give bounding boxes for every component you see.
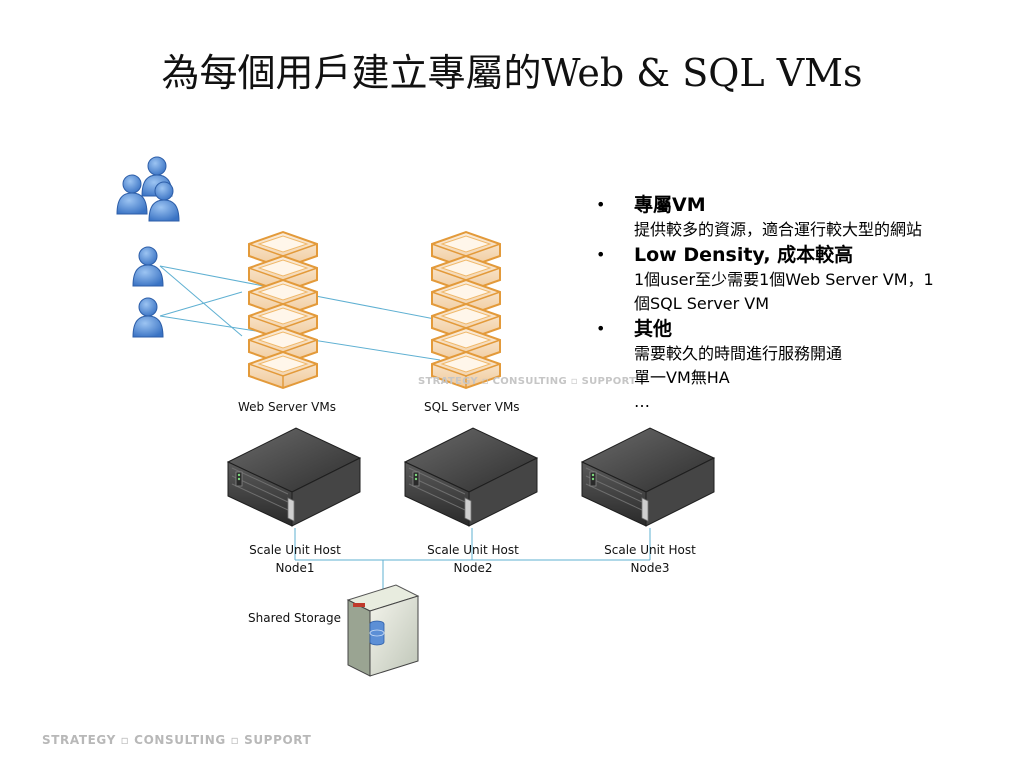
- bullet-line: 提供較多的資源，適合運行較大型的網站: [634, 220, 923, 239]
- sql-vm-stack-icon: [431, 231, 501, 389]
- bullet-line: …: [634, 392, 650, 411]
- bullet-line: 個SQL Server VM: [634, 294, 770, 313]
- user-icon: [132, 297, 164, 338]
- bullet-dot-icon: •: [596, 319, 606, 338]
- bullet-line: 需要較久的時間進行服務開通: [634, 344, 843, 363]
- user-group-icon: [116, 156, 180, 222]
- bullet-heading: Low Density, 成本較高: [634, 244, 854, 266]
- bullet-line: 1個user至少需要1個Web Server VM，1: [634, 270, 934, 289]
- node3-label: Scale Unit Host Node3: [601, 541, 699, 577]
- sql-server-vms-label: SQL Server VMs: [424, 400, 520, 414]
- bullet-list: • 專屬VM 提供較多的資源，適合運行較大型的網站 • Low Density,…: [596, 192, 1016, 414]
- user-icon: [132, 246, 164, 287]
- watermark-text: STRATEGY ▫ CONSULTING ▫ SUPPORT: [418, 376, 637, 387]
- bullet-heading: 其他: [634, 318, 673, 340]
- web-vm-stack-icon: [248, 231, 318, 389]
- bullet-line: 單一VM無HA: [634, 368, 730, 387]
- host-node3-server-icon: [581, 427, 715, 527]
- node2-name: Node2: [453, 561, 493, 575]
- bullet-item: • 其他 需要較久的時間進行服務開通 單一VM無HA …: [596, 316, 1016, 414]
- bullet-item: • 專屬VM 提供較多的資源，適合運行較大型的網站: [596, 192, 1016, 242]
- node1-title: Scale Unit Host: [249, 543, 341, 557]
- slide-title: 為每個用戶建立專屬的Web & SQL VMs: [161, 51, 863, 95]
- node1-label: Scale Unit Host Node1: [246, 541, 344, 577]
- host-node1-server-icon: [227, 427, 361, 527]
- footer-tagline: STRATEGY ▫ CONSULTING ▫ SUPPORT: [42, 733, 312, 747]
- node1-name: Node1: [275, 561, 315, 575]
- web-server-vms-label: Web Server VMs: [238, 400, 336, 414]
- storage-network-lines: [294, 528, 651, 594]
- node2-label: Scale Unit Host Node2: [424, 541, 522, 577]
- node2-title: Scale Unit Host: [427, 543, 519, 557]
- bullet-heading: 專屬VM: [634, 194, 706, 216]
- bullet-dot-icon: •: [596, 245, 606, 264]
- bullet-item: • Low Density, 成本較高 1個user至少需要1個Web Serv…: [596, 242, 1016, 316]
- shared-storage-label: Shared Storage: [248, 611, 342, 625]
- host-node2-server-icon: [404, 427, 538, 527]
- shared-storage-icon: [346, 584, 420, 677]
- node3-title: Scale Unit Host: [604, 543, 696, 557]
- bullet-dot-icon: •: [596, 195, 606, 214]
- node3-name: Node3: [630, 561, 670, 575]
